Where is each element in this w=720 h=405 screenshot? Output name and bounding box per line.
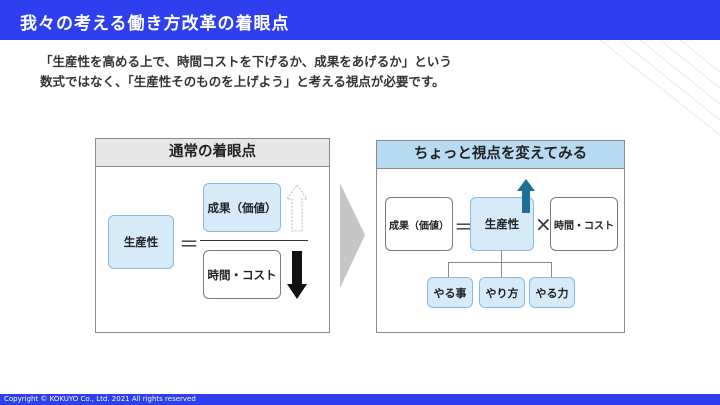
chevron-right-icon [340, 183, 365, 288]
up-arrow-icon [517, 179, 535, 213]
productivity-box: 生産性 [108, 215, 174, 269]
page-title: 我々の考える働き方改革の着眼点 [20, 14, 290, 34]
connector-right [551, 262, 552, 277]
intro-text: 「生産性を高める上で、時間コストを下げるか、成果をあげるか」という 数式ではなく… [40, 52, 580, 92]
changed-viewpoint-panel: ちょっと視点を変えてみる 成果（価値） ＝ 生産性 × 時間・コスト やる事 や… [376, 140, 625, 333]
connector-middle [501, 262, 502, 277]
normal-viewpoint-title: 通常の着眼点 [96, 139, 329, 167]
equals-sign: ＝ [179, 232, 199, 256]
up-arrow-outline-icon [286, 184, 308, 232]
corner-decoration [599, 40, 720, 136]
multiply-sign: × [535, 212, 552, 236]
footer-bar: Copyright © KOKUYO Co., Ltd. 2021 All ri… [0, 394, 720, 405]
result-value-box: 成果（価値） [203, 183, 281, 232]
normal-viewpoint-panel: 通常の着眼点 生産性 ＝ 成果（価値） 時間・コスト [95, 138, 330, 333]
factor-ability-box: やる力 [529, 277, 575, 308]
changed-viewpoint-title: ちょっと視点を変えてみる [377, 141, 624, 169]
intro-line-1: 「生産性を高める上で、時間コストを下げるか、成果をあげるか」という [40, 54, 452, 69]
result-value-box-right: 成果（価値） [385, 197, 453, 251]
connector-horizontal [448, 262, 551, 263]
equals-sign-right: ＝ [454, 215, 474, 239]
intro-line-2: 数式ではなく、「生産性そのものを上げよう」と考える視点が必要です。 [40, 74, 445, 89]
down-arrow-icon [287, 251, 307, 299]
time-cost-box-right: 時間・コスト [550, 197, 618, 251]
fraction-line [200, 240, 308, 241]
time-cost-box: 時間・コスト [203, 250, 281, 299]
connector-vertical [501, 250, 502, 262]
header-bar: 我々の考える働き方改革の着眼点 [0, 0, 720, 40]
factor-what-box: やる事 [427, 277, 473, 308]
connector-left [448, 262, 449, 277]
factor-how-box: やり方 [479, 277, 525, 308]
copyright-text: Copyright © KOKUYO Co., Ltd. 2021 All ri… [4, 395, 196, 403]
